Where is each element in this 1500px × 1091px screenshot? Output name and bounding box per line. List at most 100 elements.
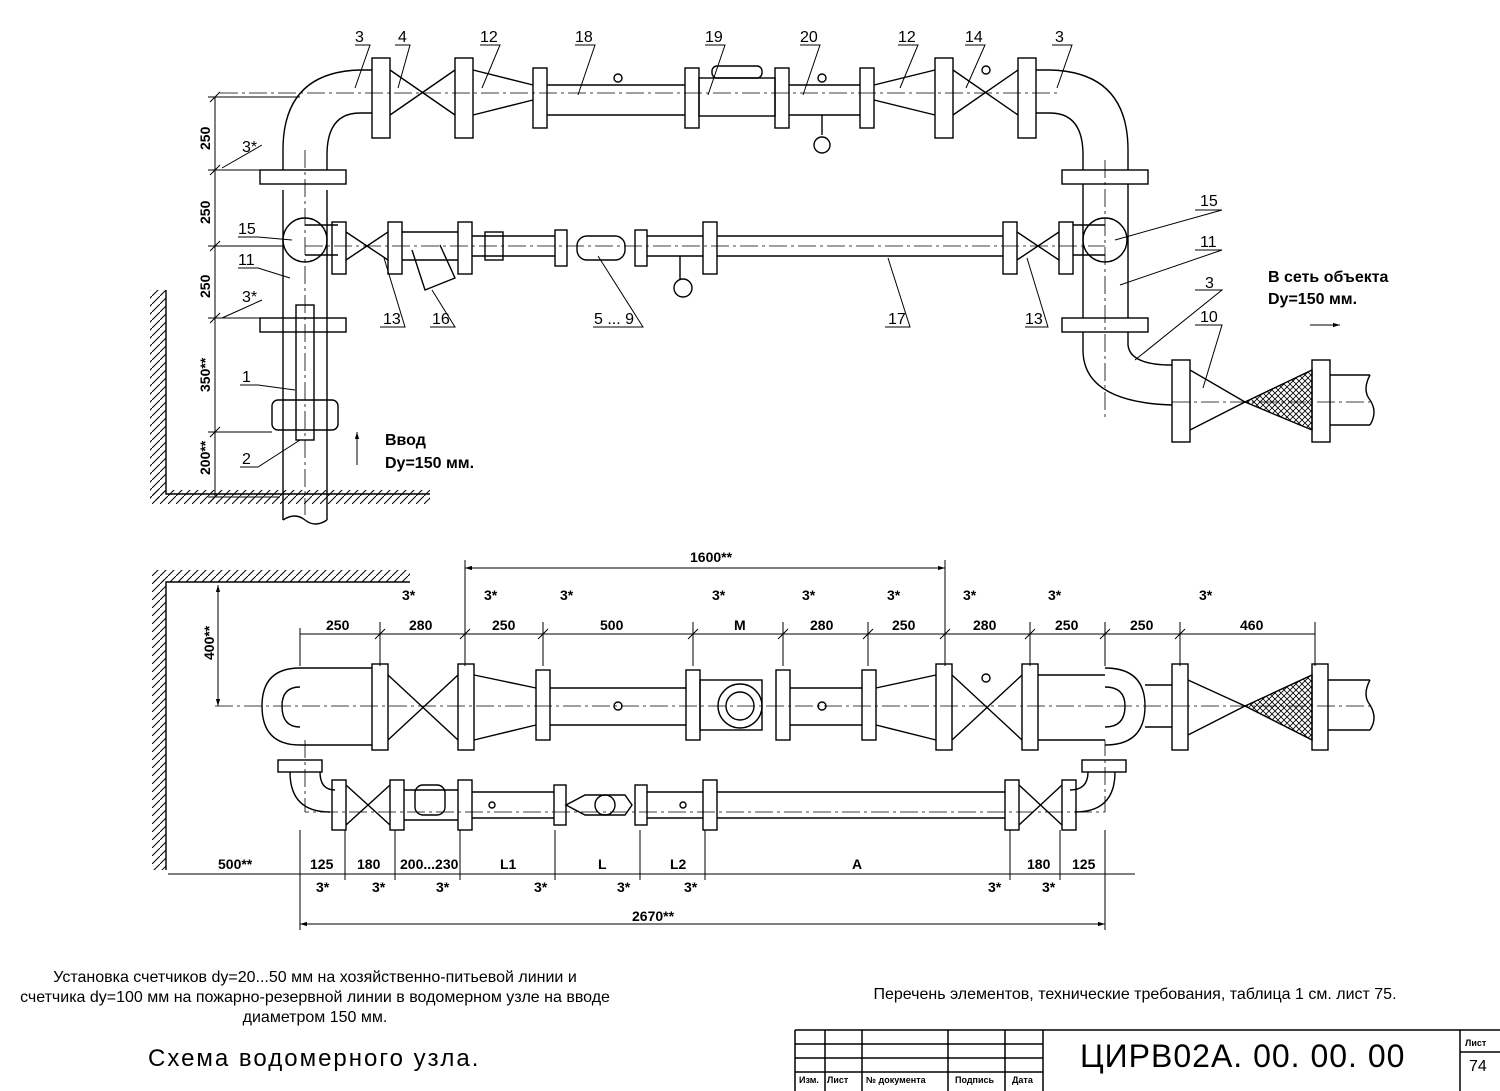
plan-bottom-dim-5: L — [598, 856, 607, 872]
top-view — [150, 44, 1375, 525]
callout-18: 15 — [1200, 193, 1218, 210]
vertical-dimensions — [208, 91, 300, 503]
inlet-diameter: Dy=150 мм. — [385, 455, 474, 472]
drawing-title: Схема водомерного узла. — [148, 1045, 481, 1072]
bypass-line — [282, 217, 1128, 298]
star-label-lower: 3* — [242, 289, 257, 306]
plan-bottom-dim-4: L1 — [500, 856, 517, 872]
inlet-riser — [259, 69, 372, 525]
callout-16: 17 — [888, 311, 906, 328]
plan-view — [152, 560, 1375, 930]
plan-bottom-star-0: 3* — [316, 879, 330, 895]
centerlines — [220, 92, 1370, 515]
callout-9: 15 — [238, 221, 256, 238]
callout-21: 10 — [1200, 309, 1218, 326]
description-text: Установка счетчиков dy=20...50 мм на хоз… — [20, 969, 610, 1026]
callout-14: 16 — [432, 311, 450, 328]
tb-col-change: Изм. — [799, 1075, 819, 1085]
tb-col-docno: № документа — [866, 1075, 926, 1085]
plan-bottom-star-5: 3* — [684, 879, 698, 895]
document-code: ЦИРВ02А. 00. 00. 00 — [1080, 1038, 1406, 1074]
plan-top-star-labels: 3* 3* 3* 3* 3* 3* 3* 3* 3* — [402, 587, 1213, 603]
plan-top-dim-7: 280 — [973, 617, 997, 633]
callout-17: 13 — [1025, 311, 1043, 328]
overall-bottom-dim: 2670** — [632, 908, 675, 924]
plan-top-star-1: 3* — [484, 587, 498, 603]
outlet-label: В сеть объекта — [1268, 269, 1389, 286]
callout-leaders — [238, 44, 1340, 468]
overall-top-dim: 1600** — [690, 549, 733, 565]
plan-top-dim-3: 500 — [600, 617, 624, 633]
callout-7: 14 — [965, 29, 983, 46]
plan-bottom-star-labels: 3*3*3*3*3*3*3*3* — [316, 879, 1056, 895]
plan-bottom-dim-9: 125 — [1072, 856, 1096, 872]
callout-5: 20 — [800, 29, 818, 46]
plan-bottom-star-4: 3* — [617, 879, 631, 895]
inlet-label: Ввод — [385, 432, 426, 449]
plan-top-star-0: 3* — [402, 587, 416, 603]
callout-4: 19 — [705, 29, 723, 46]
plan-bottom-star-6: 3* — [988, 879, 1002, 895]
plan-top-star-4: 3* — [802, 587, 816, 603]
callout-19: 11 — [1200, 234, 1217, 251]
callout-11: 1 — [242, 369, 251, 386]
plan-top-star-7: 3* — [1048, 587, 1062, 603]
plan-top-dim-5: 280 — [810, 617, 834, 633]
plan-bypass-line — [277, 759, 1127, 831]
vertical-dim-2: 250 — [197, 274, 213, 298]
plan-top-dim-8: 250 — [1055, 617, 1079, 633]
callout-13: 13 — [383, 311, 401, 328]
star-label-upper: 3* — [242, 139, 257, 156]
callout-10: 11 — [238, 252, 255, 269]
reference-note: Перечень элементов, технические требован… — [873, 986, 1397, 1003]
plan-top-star-6: 3* — [963, 587, 977, 603]
callout-2: 12 — [480, 29, 498, 46]
callout-12: 2 — [242, 451, 251, 468]
plan-top-dim-2: 250 — [492, 617, 516, 633]
callout-3: 18 — [575, 29, 593, 46]
plan-top-dim-9: 250 — [1130, 617, 1154, 633]
plan-bottom-star-2: 3* — [436, 879, 450, 895]
plan-top-dim-10: 460 — [1240, 617, 1264, 633]
sheet-number: 74 — [1469, 1058, 1487, 1075]
plan-centerlines — [215, 705, 1370, 813]
sheet-label: Лист — [1465, 1038, 1487, 1048]
plan-bottom-dim-3: 200...230 — [400, 856, 459, 872]
vertical-dim-1: 250 — [197, 200, 213, 224]
tb-col-sheet: Лист — [827, 1075, 849, 1085]
wall-hatch — [150, 290, 430, 504]
plan-bottom-dim-6: L2 — [670, 856, 687, 872]
plan-top-star-2: 3* — [560, 587, 574, 603]
callout-0: 3 — [355, 29, 364, 46]
main-pipeline — [371, 57, 1375, 443]
plan-top-dim-4: M — [734, 617, 746, 633]
plan-bottom-dim-7: A — [852, 856, 862, 872]
plan-top-dim-0: 250 — [326, 617, 350, 633]
plan-top-dim-1: 280 — [409, 617, 433, 633]
title-block — [794, 1029, 1500, 1091]
plan-bottom-dim-8: 180 — [1027, 856, 1051, 872]
plan-top-star-5: 3* — [887, 587, 901, 603]
vertical-dim-4: 200** — [197, 440, 213, 475]
offset-left-dim: 400** — [201, 625, 217, 660]
plan-bottom-dim-1: 125 — [310, 856, 334, 872]
callout-20: 3 — [1205, 275, 1214, 292]
plan-bottom-dim-2: 180 — [357, 856, 381, 872]
plan-wall-hatch — [152, 570, 410, 870]
tb-col-signature: Подпись — [955, 1075, 995, 1085]
plan-bottom-dim-0: 500** — [218, 856, 253, 872]
plan-bottom-star-1: 3* — [372, 879, 386, 895]
plan-bottom-dim-labels: 500** 125 180 200...230 L1 L L2 A 180 125 — [218, 856, 1096, 872]
plan-bottom-star-7: 3* — [1042, 879, 1056, 895]
callout-15: 5 ... 9 — [594, 311, 634, 328]
plan-top-star-3: 3* — [712, 587, 726, 603]
callout-6: 12 — [898, 29, 916, 46]
outlet-diameter: Dy=150 мм. — [1268, 291, 1357, 308]
plan-top-star-8: 3* — [1199, 587, 1213, 603]
vertical-dim-0: 250 — [197, 126, 213, 150]
tb-col-date: Дата — [1012, 1075, 1033, 1085]
